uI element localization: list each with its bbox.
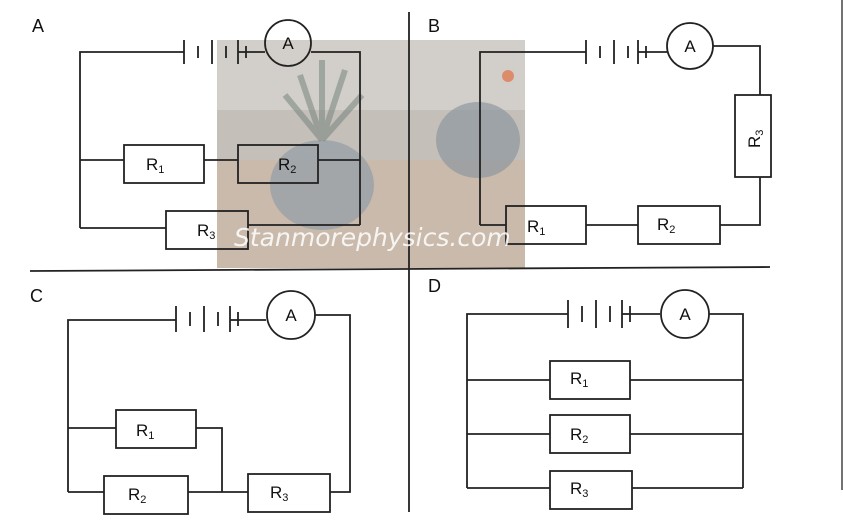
svg-text:R1: R1 bbox=[527, 217, 545, 238]
resistor-r2-a bbox=[237, 144, 319, 184]
ammeter-d: A bbox=[660, 289, 710, 339]
circuit-d: D A R1 R2 R3 bbox=[428, 276, 744, 510]
ammeter-c: A bbox=[266, 290, 316, 340]
battery-d bbox=[567, 300, 631, 328]
svg-text:R3: R3 bbox=[745, 130, 766, 148]
circuit-b: B A R1 R2 R3 bbox=[428, 16, 772, 245]
svg-text:R1: R1 bbox=[136, 421, 154, 442]
battery-b bbox=[585, 40, 647, 64]
svg-text:R2: R2 bbox=[278, 155, 296, 176]
ammeter-a: A bbox=[264, 19, 312, 67]
panel-label-a: A bbox=[32, 16, 44, 36]
watermark-photo bbox=[217, 40, 525, 268]
horizontal-divider bbox=[29, 266, 771, 272]
svg-text:A: A bbox=[282, 34, 294, 53]
resistor-r3-c bbox=[247, 473, 331, 513]
svg-text:R2: R2 bbox=[570, 425, 588, 446]
svg-text:R2: R2 bbox=[657, 215, 675, 236]
resistor-r2-d bbox=[549, 414, 631, 454]
svg-text:A: A bbox=[285, 306, 297, 325]
svg-text:R3: R3 bbox=[570, 479, 588, 500]
battery-a bbox=[183, 40, 247, 64]
resistor-r3-b bbox=[734, 94, 772, 178]
resistor-r1-a bbox=[123, 144, 205, 184]
resistor-r1-c bbox=[115, 409, 197, 449]
watermark-text: Stanmorephysics.com bbox=[234, 223, 511, 252]
circuit-c: C A R1 R2 R3 bbox=[30, 286, 351, 515]
svg-text:R1: R1 bbox=[146, 155, 164, 176]
svg-text:R3: R3 bbox=[197, 221, 215, 242]
svg-text:A: A bbox=[684, 37, 696, 56]
svg-text:A: A bbox=[679, 305, 691, 324]
svg-text:R3: R3 bbox=[270, 483, 288, 504]
resistor-r2-b bbox=[637, 205, 721, 245]
svg-text:R2: R2 bbox=[128, 485, 146, 506]
svg-text:R1: R1 bbox=[570, 369, 588, 390]
resistor-r1-d bbox=[549, 360, 631, 400]
resistor-r3-d bbox=[549, 470, 633, 510]
panel-label-d: D bbox=[428, 276, 441, 296]
resistor-r3-a bbox=[165, 210, 249, 250]
battery-c bbox=[175, 306, 239, 332]
resistor-r2-c bbox=[103, 475, 189, 515]
ammeter-b: A bbox=[666, 22, 714, 70]
panel-label-b: B bbox=[428, 16, 440, 36]
panel-label-c: C bbox=[30, 286, 43, 306]
circuit-a: A A R1 R2 R3 bbox=[32, 16, 361, 250]
